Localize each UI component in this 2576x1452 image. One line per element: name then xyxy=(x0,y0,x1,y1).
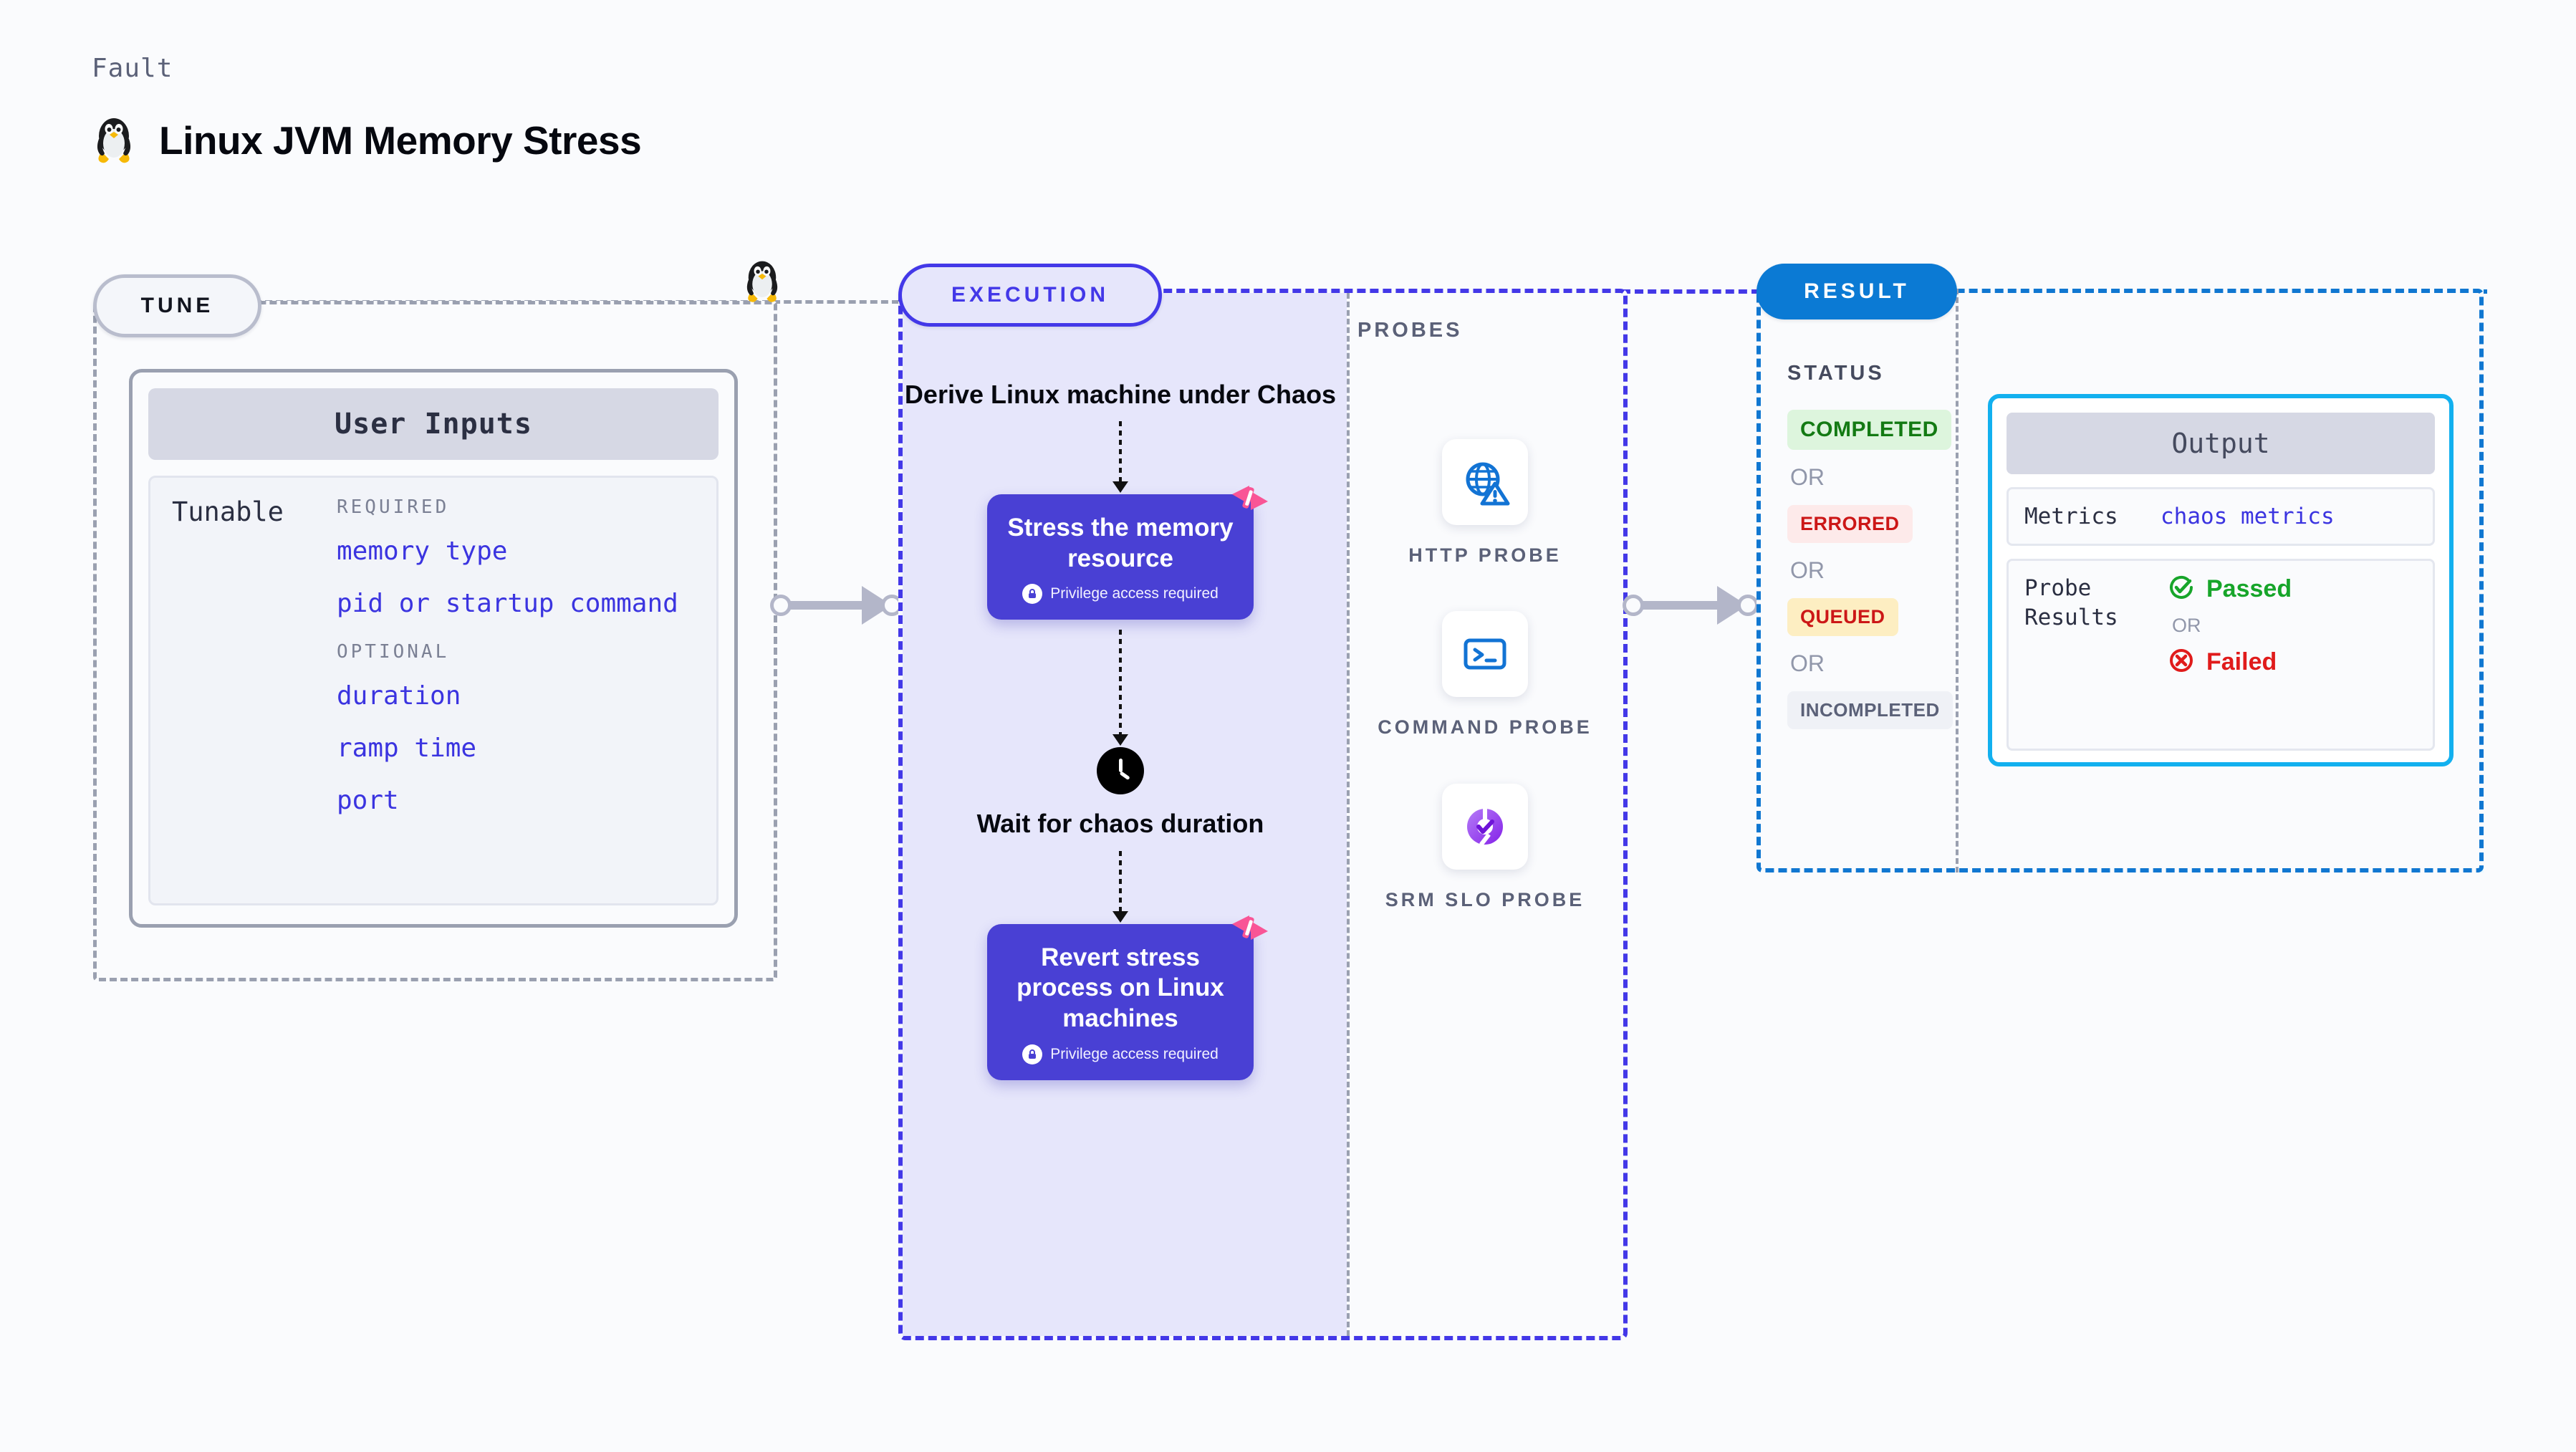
chaos-node-stress-memory[interactable]: Stress the memory resource Privilege acc… xyxy=(987,486,1268,620)
status-badge-queued: QUEUED xyxy=(1787,598,1898,636)
flow-arrow-icon xyxy=(1112,850,1128,923)
page-title-row: Linux JVM Memory Stress xyxy=(92,115,642,166)
privilege-note: Privilege access required xyxy=(1000,1044,1241,1064)
probe-result-failed: Failed xyxy=(2168,647,2292,678)
globe-warning-icon xyxy=(1442,439,1528,525)
or-label: OR xyxy=(1790,650,1825,676)
status-title: STATUS xyxy=(1787,362,1885,385)
execution-panel-fill xyxy=(903,293,1347,1336)
status-column: STATUS COMPLETED OR ERRORED OR QUEUED OR… xyxy=(1787,362,1953,729)
x-circle-icon xyxy=(2168,647,2195,678)
tunable-item[interactable]: duration xyxy=(337,681,461,711)
or-label: OR xyxy=(1790,464,1825,490)
output-metrics-value[interactable]: chaos metrics xyxy=(2161,504,2335,530)
chaos-node-title: Revert stress process on Linux machines xyxy=(1017,943,1224,1032)
tunable-group-heading-optional: OPTIONAL xyxy=(337,641,450,663)
or-label: OR xyxy=(2172,615,2201,637)
tunable-item[interactable]: port xyxy=(337,786,399,815)
user-inputs-title: User Inputs xyxy=(148,388,719,460)
user-inputs-card: User Inputs Tunable REQUIRED memory type… xyxy=(129,369,738,928)
lock-icon xyxy=(1022,584,1043,605)
privilege-note: Privilege access required xyxy=(1000,584,1241,605)
flow-arrow-icon xyxy=(1112,421,1128,494)
privilege-note-text: Privilege access required xyxy=(1050,1045,1219,1062)
clock-icon xyxy=(1097,747,1144,795)
probe-http[interactable]: HTTP PROBE xyxy=(1408,439,1562,568)
output-metrics-row: Metrics chaos metrics xyxy=(2007,487,2435,547)
page-title: Linux JVM Memory Stress xyxy=(159,118,642,163)
harness-logo-icon xyxy=(1228,476,1272,520)
tunable-label: Tunable xyxy=(172,496,284,527)
status-badge-incompleted: INCOMPLETED xyxy=(1787,691,1953,729)
probe-label: HTTP PROBE xyxy=(1408,544,1562,566)
execution-stage-pill[interactable]: EXECUTION xyxy=(898,264,1162,327)
probe-label: COMMAND PROBE xyxy=(1378,716,1592,739)
result-stage-pill[interactable]: RESULT xyxy=(1756,264,1957,319)
tunable-item[interactable]: memory type xyxy=(337,537,508,566)
status-badge-completed: COMPLETED xyxy=(1787,410,1951,450)
probe-srm-slo[interactable]: SRM SLO PROBE xyxy=(1385,783,1585,913)
output-title: Output xyxy=(2007,413,2435,474)
probes-section-label: PROBES xyxy=(1357,319,1463,342)
tunable-item[interactable]: pid or startup command xyxy=(337,589,678,618)
probe-command[interactable]: COMMAND PROBE xyxy=(1378,611,1592,740)
output-metrics-key: Metrics xyxy=(2024,504,2118,529)
linux-penguin-marker-icon xyxy=(741,258,783,309)
user-inputs-body: Tunable REQUIRED memory type pid or star… xyxy=(148,476,719,905)
execution-steps-column: Derive Linux machine under Chaos Stress … xyxy=(898,289,1342,1340)
tune-stage-pill[interactable]: TUNE xyxy=(93,274,261,337)
lock-icon xyxy=(1022,1044,1043,1064)
privilege-note-text: Privilege access required xyxy=(1050,585,1219,602)
tunable-item[interactable]: ramp time xyxy=(337,734,477,763)
probe-label: SRM SLO PROBE xyxy=(1385,888,1585,910)
terminal-icon xyxy=(1442,611,1528,698)
flow-arrow-icon xyxy=(1112,630,1128,746)
execution-probes-panel xyxy=(898,289,1628,1340)
output-probe-results-row: Probe Results Passed OR xyxy=(2007,559,2435,751)
probe-results-values: Passed OR Failed xyxy=(2161,574,2292,678)
chaos-node-revert-stress[interactable]: Revert stress process on Linux machines … xyxy=(987,915,1268,1080)
output-probe-results-key: Probe Results xyxy=(2024,575,2118,630)
fault-eyebrow-label: Fault xyxy=(92,54,173,83)
probes-column: HTTP PROBE COMMAND PROBE xyxy=(1342,289,1628,1340)
chaos-node-title: Stress the memory resource xyxy=(1007,514,1234,572)
status-badge-errored: ERRORED xyxy=(1787,505,1913,543)
probe-result-passed: Passed xyxy=(2168,574,2292,605)
linux-penguin-icon xyxy=(92,115,136,166)
tunable-list: REQUIRED memory type pid or startup comm… xyxy=(337,496,716,903)
result-status-divider xyxy=(1956,289,1959,872)
probes-divider xyxy=(1347,293,1350,1336)
output-card: Output Metrics chaos metrics Probe Resul… xyxy=(1988,394,2454,766)
check-circle-icon xyxy=(2168,574,2195,605)
probe-result-failed-label: Failed xyxy=(2206,648,2277,676)
execution-step-text: Wait for chaos duration xyxy=(976,809,1264,839)
execution-step-text: Derive Linux machine under Chaos xyxy=(904,380,1337,409)
slo-donut-check-icon xyxy=(1442,783,1528,870)
harness-logo-icon xyxy=(1228,905,1272,950)
tunable-group-heading-required: REQUIRED xyxy=(337,496,450,518)
or-label: OR xyxy=(1790,557,1825,583)
probe-result-passed-label: Passed xyxy=(2206,575,2292,603)
